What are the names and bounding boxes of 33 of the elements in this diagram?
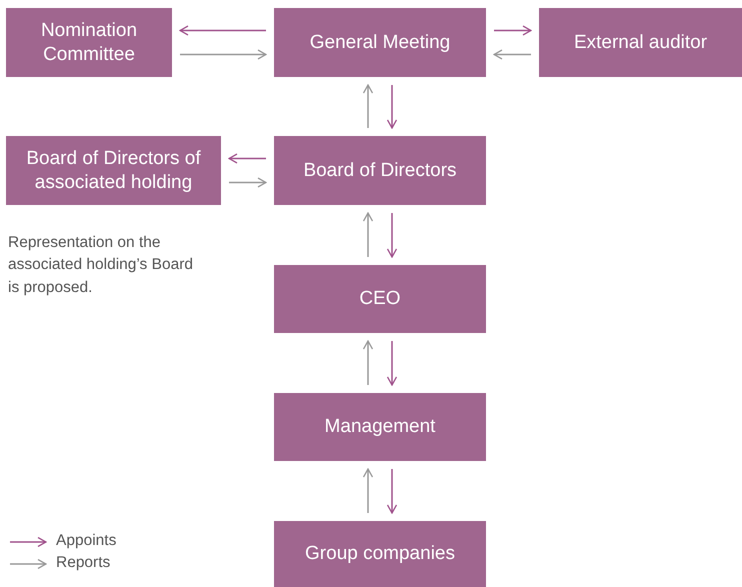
arrow [362,84,374,128]
arrow [493,49,531,60]
process-box [274,265,486,333]
box-label: Group companies [305,542,455,566]
box-label: Management [324,415,436,439]
arrow [362,212,374,257]
arrow [362,468,374,513]
process-box [274,393,486,461]
box-label: Board of Directors [303,158,457,182]
legend-label: Reports [56,554,110,572]
box-label: Board of Directors of associated holding [25,146,202,194]
arrow [180,49,267,60]
process-box [274,521,486,587]
box-label: External auditor [574,30,708,54]
process-box [274,8,486,77]
arrow [386,85,398,129]
process-box [274,136,486,205]
box-label: CEO [359,287,401,311]
process-box [539,8,742,77]
process-box [6,8,172,77]
process-box [6,136,221,205]
box-label: Nomination Committee [40,18,138,66]
arrow [228,153,266,164]
legend-label: Appoints [56,532,116,550]
arrow [494,25,532,36]
arrow [179,25,266,36]
arrow [386,341,398,386]
arrow [386,213,398,258]
arrow [386,469,398,514]
note-text: Representation on the associated holding’s Board is proposed. [8,233,194,298]
arrow [229,177,267,188]
box-label: General Meeting [310,30,450,54]
arrow [362,340,374,385]
